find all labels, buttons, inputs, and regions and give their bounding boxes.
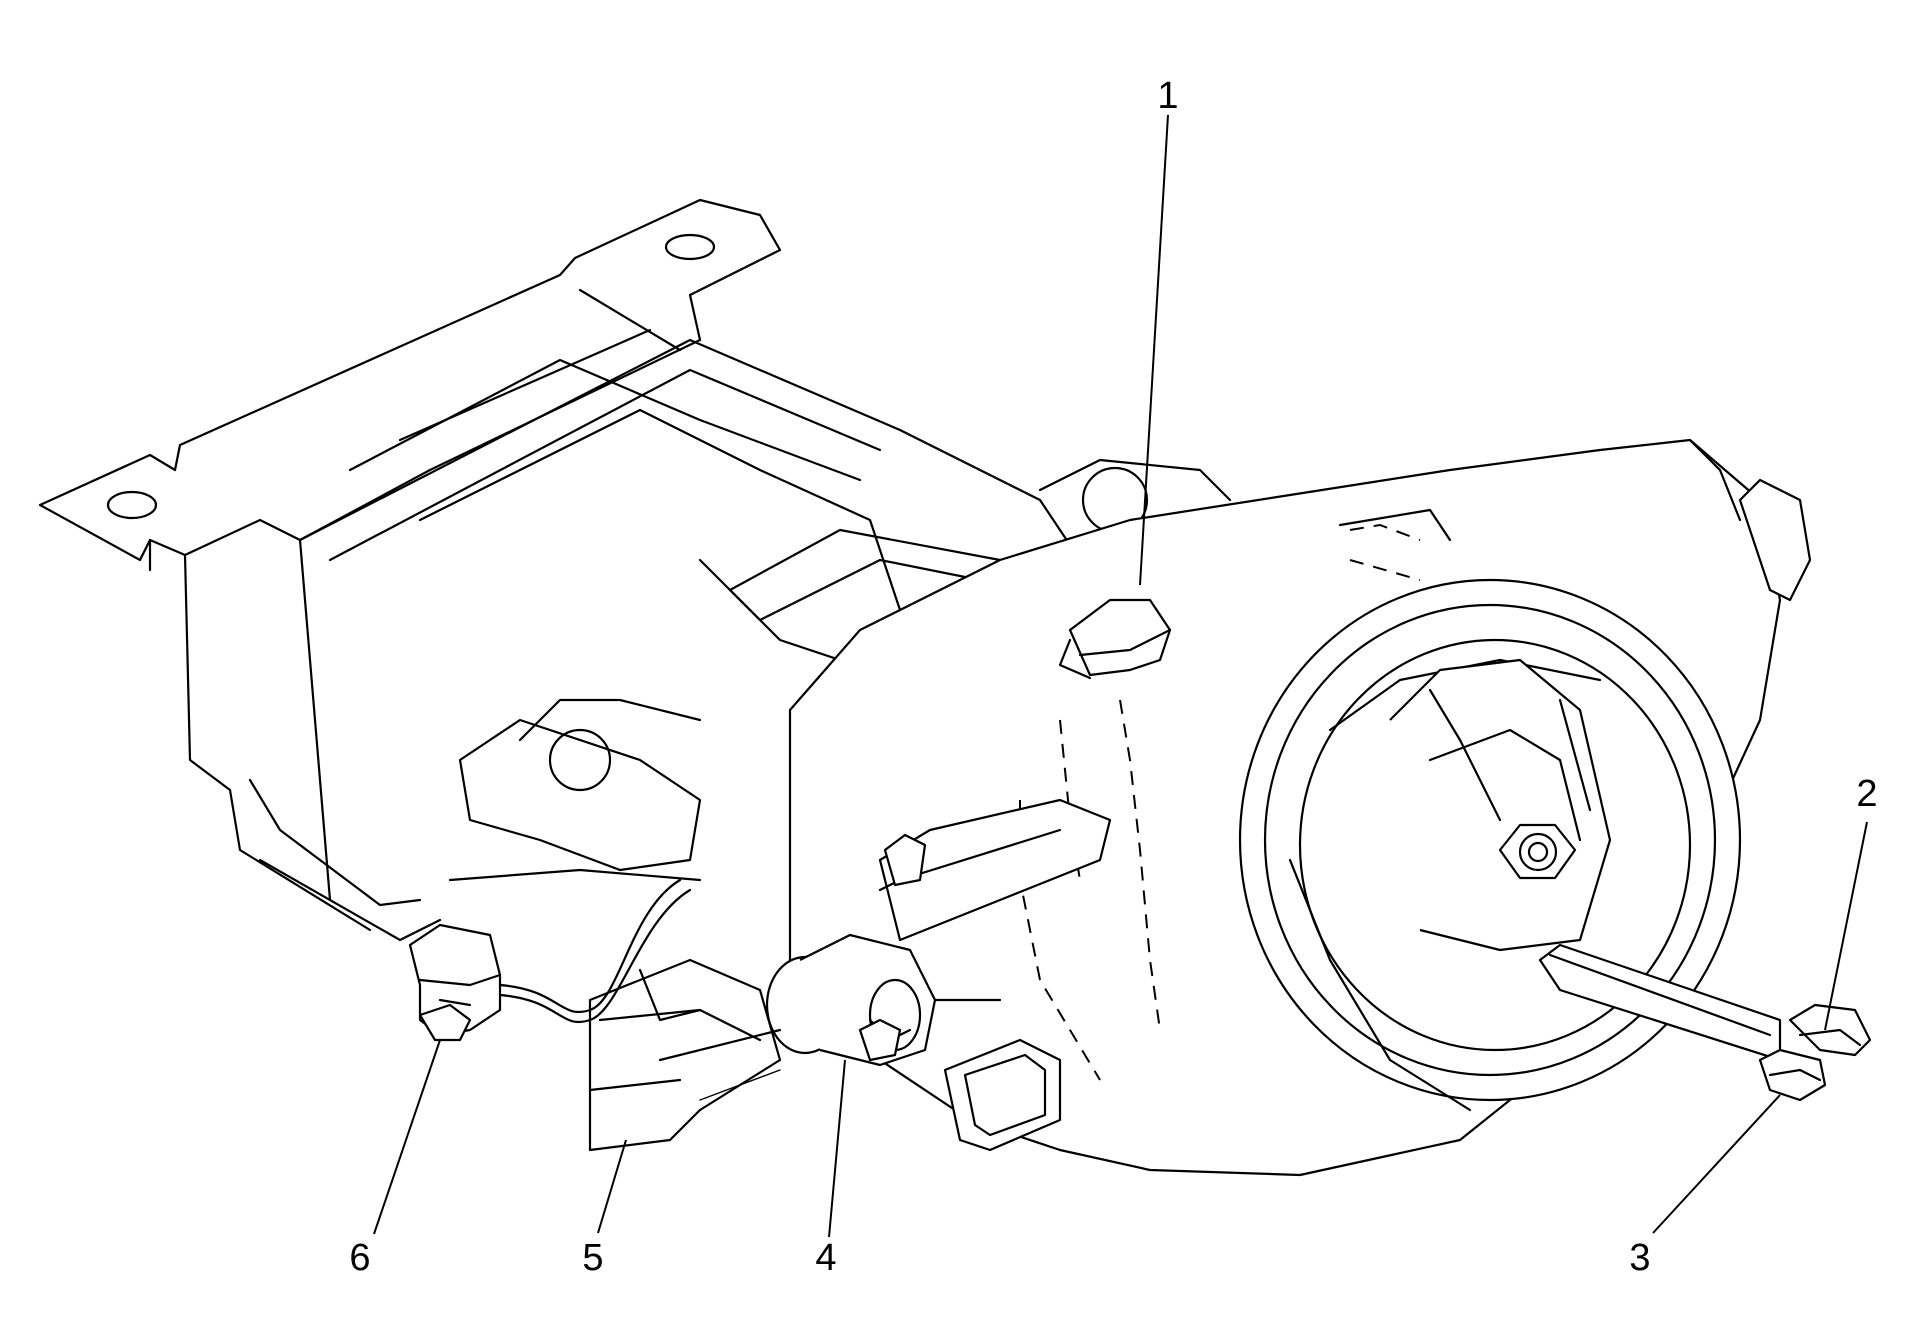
callout-5: 5: [582, 1237, 603, 1279]
callout-4: 4: [815, 1237, 836, 1279]
release-lever: [1058, 598, 1172, 680]
leader-3: [1652, 1094, 1781, 1234]
ignition-switch-module: [588, 958, 782, 1152]
leader-1: [1139, 114, 1169, 586]
leader-5: [597, 1139, 627, 1234]
callout-labels: 1 2 3 4 5 6: [349, 75, 1877, 1279]
callout-6: 6: [349, 1237, 370, 1279]
leader-4: [828, 1059, 846, 1238]
hazard-button: [943, 1038, 1062, 1152]
harness-right: [1538, 943, 1872, 1102]
leader-6: [373, 1039, 441, 1235]
leader-2: [1824, 821, 1868, 1031]
callout-1: 1: [1157, 75, 1178, 117]
leader-lines: [373, 114, 1868, 1238]
column-housing: [228, 328, 1232, 942]
callout-3: 3: [1629, 1237, 1650, 1279]
callout-2: 2: [1856, 773, 1877, 815]
multifunction-switch: [765, 798, 1112, 1067]
mounting-bracket: [38, 198, 782, 902]
connector-6: [408, 878, 692, 1042]
